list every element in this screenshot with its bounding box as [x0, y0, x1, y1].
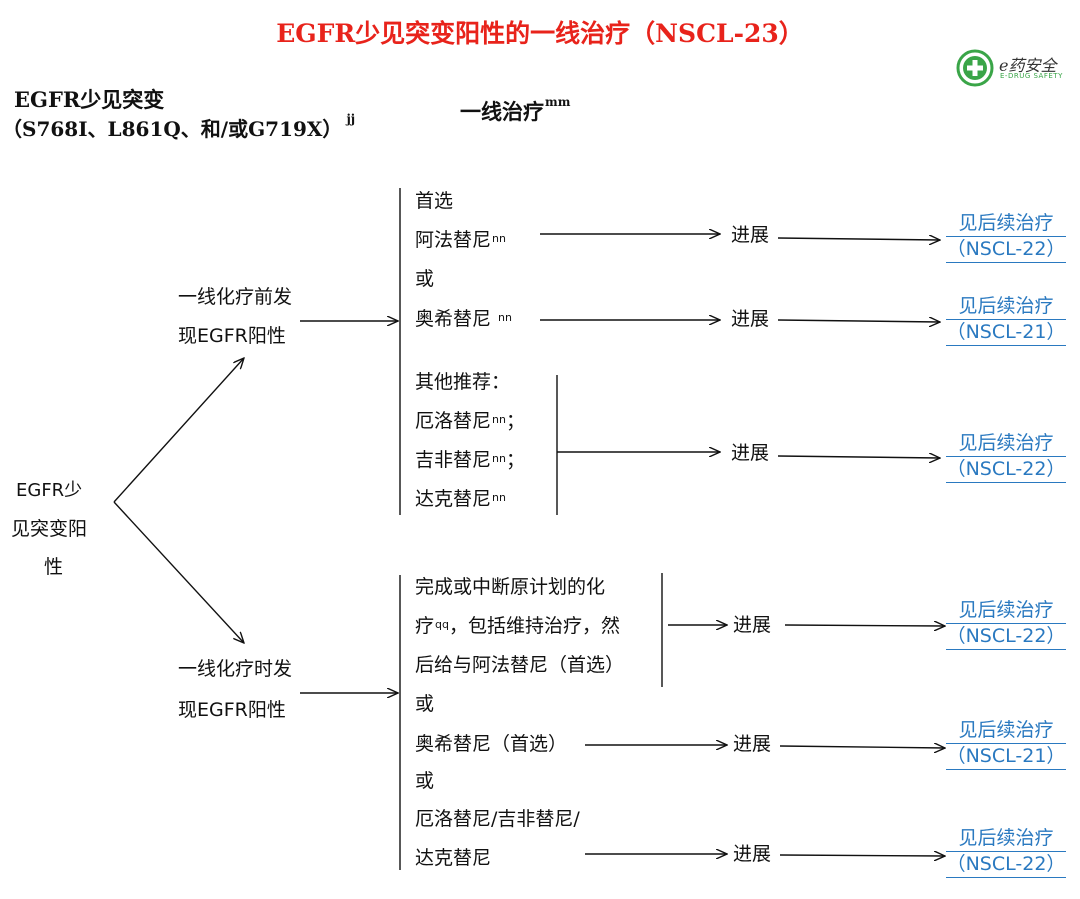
footnote-jj: jj: [346, 112, 356, 126]
outcome-link[interactable]: 见后续治疗（NSCL-22）: [946, 826, 1066, 878]
footnote-mm: mm: [545, 95, 571, 109]
logo-brand-text: e药安全: [999, 56, 1057, 75]
outcome-link[interactable]: 见后续治疗（NSCL-22）: [946, 431, 1066, 483]
root-line3: 性: [44, 556, 64, 578]
branch-top-line2: 现EGFR阳性: [178, 325, 286, 347]
arrow-prog-1: [777, 238, 940, 240]
bottom-or2: 或: [415, 770, 435, 792]
option-dacomitinib: 达克替尼nn: [415, 488, 506, 510]
root-line2: 见突变阳: [11, 518, 88, 540]
progress-label: 进展: [733, 843, 772, 865]
medical-cross-icon: [956, 49, 994, 87]
option-erlotinib: 厄洛替尼nn；: [415, 410, 525, 432]
progress-label: 进展: [733, 733, 772, 755]
bottom-or1: 或: [415, 693, 435, 715]
bottom-opt1-line1: 完成或中断原计划的化: [415, 576, 606, 598]
preferred-label: 首选: [415, 190, 454, 212]
progress-label: 进展: [731, 308, 770, 330]
bottom-opt3-line1: 厄洛替尼/吉非替尼/: [415, 808, 580, 830]
arrow-root-to-top: [113, 358, 244, 503]
header-left-line2: （S768I、L861Q、和/或G719X）jj: [2, 112, 356, 141]
progress-label: 进展: [731, 442, 770, 464]
root-line1: EGFR少: [16, 480, 83, 501]
arrow-prog-2: [777, 320, 940, 322]
branch-bottom-line1: 一线化疗时发: [178, 658, 293, 680]
outcome-link[interactable]: 见后续治疗（NSCL-22）: [946, 211, 1066, 263]
branch-bottom-line2: 现EGFR阳性: [178, 699, 286, 721]
outcome-link[interactable]: 见后续治疗（NSCL-22）: [946, 598, 1066, 650]
bottom-option-osimertinib: 奥希替尼（首选）: [415, 733, 568, 755]
bottom-opt1-line2: 疗qq，包括维持治疗，然: [415, 615, 620, 637]
bottom-opt3-line2: 达克替尼: [415, 847, 492, 869]
other-recommend-label: 其他推荐：: [415, 371, 511, 393]
arrow-root-to-bottom: [113, 501, 244, 643]
header-left-line1: EGFR少见突变: [14, 87, 165, 112]
outcome-link[interactable]: 见后续治疗（NSCL-21）: [946, 294, 1066, 346]
arrow-prog-5: [779, 746, 945, 748]
option-afatinib: 阿法替尼nn: [415, 229, 506, 251]
arrow-prog-3: [777, 456, 940, 458]
progress-label: 进展: [731, 224, 770, 246]
bottom-opt1-line3: 后给与阿法替尼（首选）: [415, 654, 625, 676]
logo-sub-text: E-DRUG SAFETY: [1000, 72, 1063, 80]
outcome-link[interactable]: 见后续治疗（NSCL-21）: [946, 718, 1066, 770]
arrow-prog-4: [784, 625, 945, 626]
header-right: 一线治疗mm: [460, 95, 571, 124]
progress-label: 进展: [733, 614, 772, 636]
arrow-prog-6: [779, 855, 945, 856]
page-title: EGFR少见突变阳性的一线治疗（NSCL-23）: [276, 19, 804, 48]
branch-top-line1: 一线化疗前发: [178, 286, 293, 308]
option-gefitinib: 吉非替尼nn；: [415, 449, 525, 471]
option-osimertinib: 奥希替尼 nn: [415, 308, 512, 330]
or-label: 或: [415, 268, 435, 290]
